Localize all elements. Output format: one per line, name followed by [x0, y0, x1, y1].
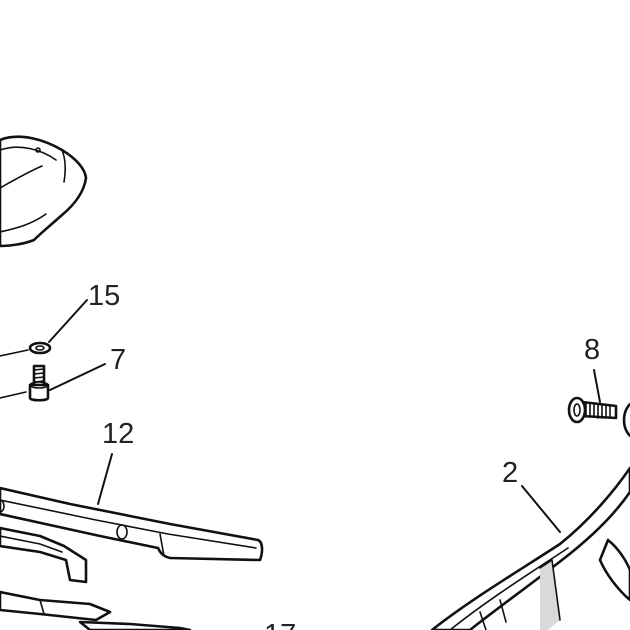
callout-15: 15 [88, 280, 120, 312]
leader-12 [97, 453, 113, 505]
side-frame-part [430, 466, 630, 630]
leader-15 [48, 299, 88, 343]
callout-12: 12 [102, 418, 134, 450]
callout-8: 8 [584, 334, 600, 366]
washer-part [0, 341, 52, 357]
callout-17: 17 [264, 619, 296, 630]
leader-2 [521, 485, 561, 533]
lower-bracket-part [0, 526, 192, 630]
frame-rail-part [0, 486, 264, 562]
callout-labels: 15 7 12 8 2 17 [88, 280, 600, 630]
callout-2: 2 [502, 457, 518, 489]
callout-7: 7 [110, 344, 126, 376]
screw-part [0, 364, 50, 402]
leader-7 [49, 363, 106, 391]
leader-lines [48, 299, 601, 533]
leader-8 [593, 369, 601, 403]
shoulder-bolt-part [567, 396, 618, 424]
ring-part [622, 402, 630, 438]
housing-part [0, 135, 88, 248]
